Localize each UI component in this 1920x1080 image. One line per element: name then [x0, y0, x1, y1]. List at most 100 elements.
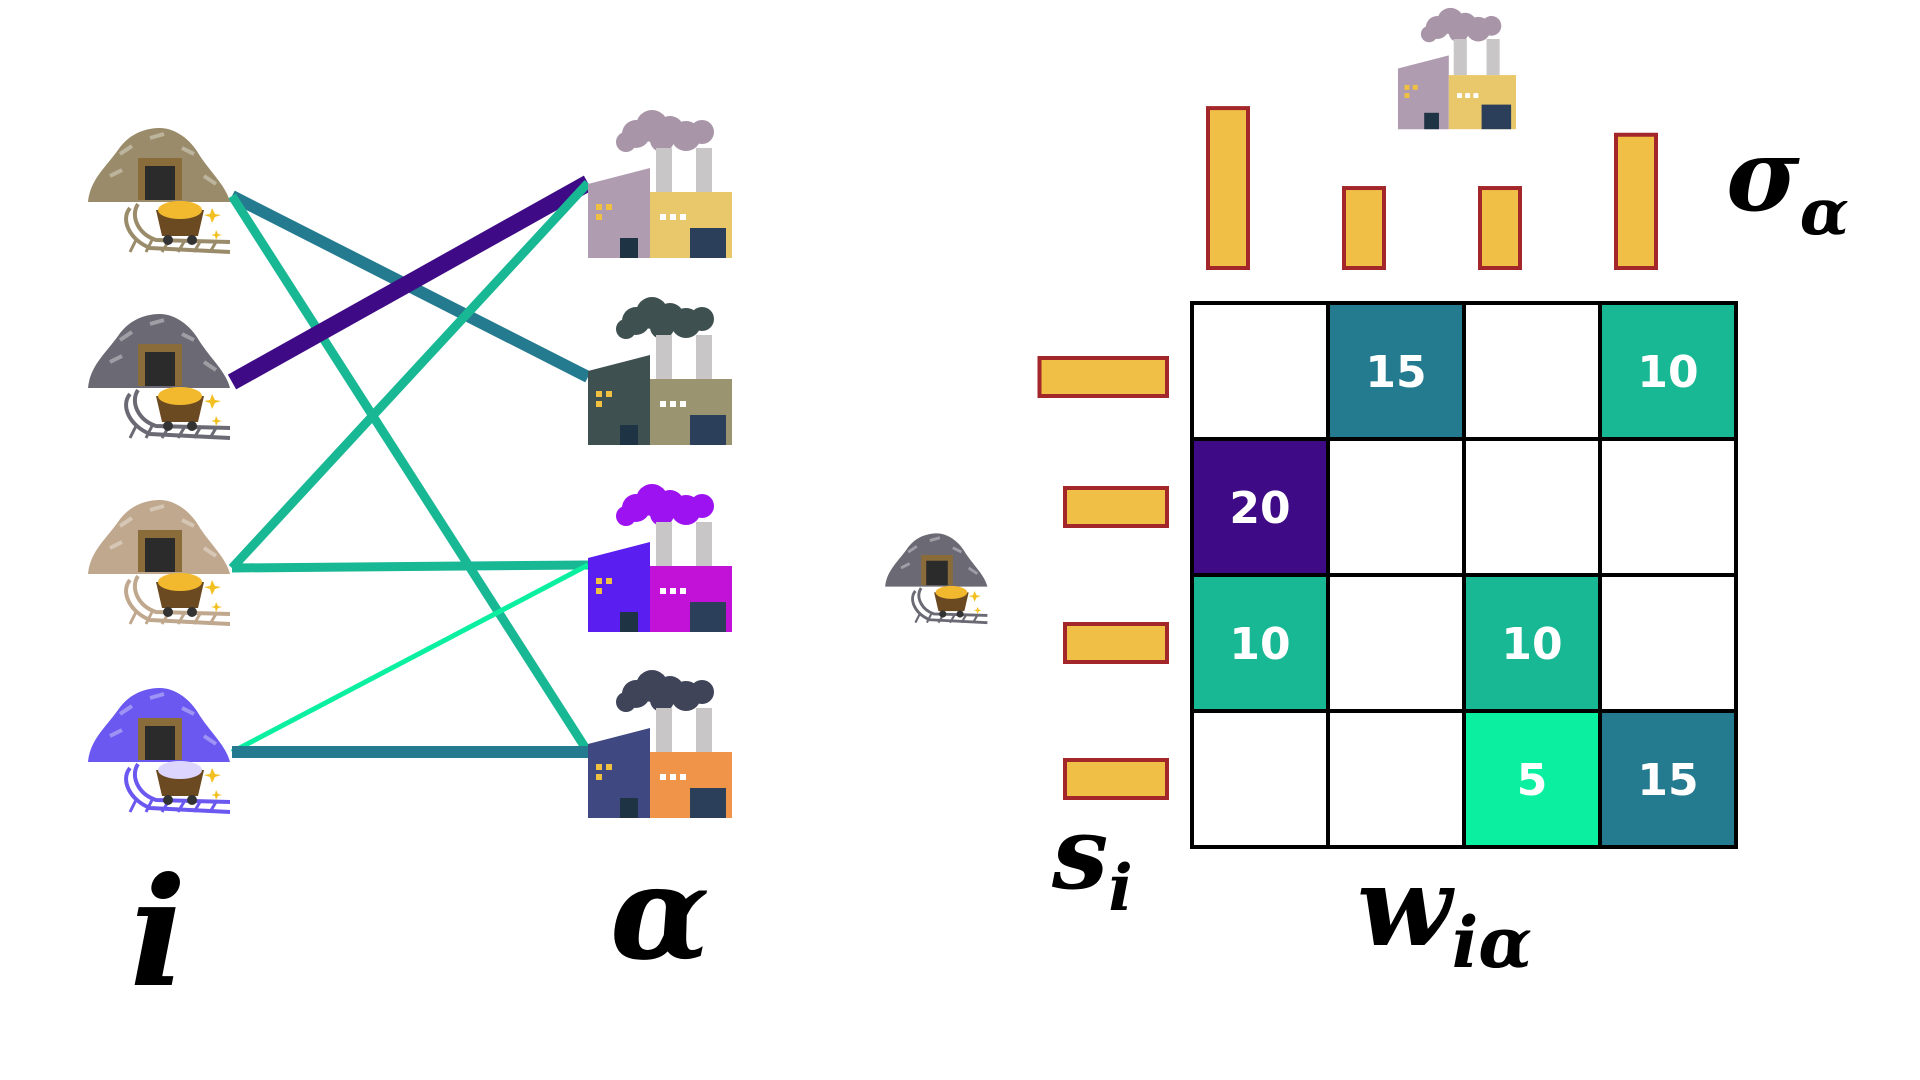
rail-tie — [176, 801, 186, 813]
chimney — [656, 708, 672, 752]
mine-strength-bar — [1037, 356, 1169, 398]
factory-window — [596, 588, 602, 594]
factory-building-left — [588, 728, 650, 818]
network-edges — [227, 175, 593, 758]
smoke-cloud — [1481, 16, 1502, 36]
factory-strength-symbol: σ — [1726, 116, 1800, 234]
smoke-cloud — [1448, 22, 1469, 43]
matrix-cell — [1598, 709, 1738, 849]
chimney — [696, 522, 712, 566]
smoke-cloud — [690, 120, 714, 144]
factory-window — [680, 588, 686, 594]
factory-window — [680, 774, 686, 780]
mine-strength-bars — [1037, 356, 1169, 800]
chimney — [696, 708, 712, 752]
factory-strength-label: σα — [1726, 116, 1849, 250]
factory-column — [588, 110, 732, 818]
rail-tie — [208, 801, 218, 813]
sparkle-icon — [204, 208, 221, 223]
matrix-cell — [1598, 573, 1738, 713]
weight-symbol: w — [1357, 842, 1455, 971]
cart-wheel — [956, 610, 964, 618]
rail-track — [132, 762, 231, 804]
matrix-cell — [1326, 709, 1466, 849]
mine-icon — [88, 314, 231, 440]
factory-icon — [588, 670, 732, 818]
rail-tie — [144, 425, 154, 439]
matrix-cell-value: 20 — [1229, 483, 1290, 534]
chimney — [656, 522, 672, 566]
factory-index-label: α — [610, 836, 710, 989]
rail-tie — [192, 241, 202, 253]
smoke-cloud — [650, 688, 674, 712]
rail-tie — [144, 611, 154, 625]
factory-window — [1473, 93, 1479, 99]
smoke-cloud — [616, 692, 636, 712]
smoke-cloud — [690, 680, 714, 704]
matrix-cell-value: 15 — [1365, 347, 1426, 398]
sparkle-icon — [973, 606, 982, 614]
network-link — [227, 175, 593, 390]
network-link — [228, 193, 592, 755]
matrix-cell-value: 5 — [1517, 755, 1548, 806]
weight-label: wiα — [1357, 842, 1532, 984]
factory-window — [1457, 93, 1462, 99]
factory-window — [1412, 84, 1418, 90]
factory-building-left — [588, 168, 650, 258]
rail-tie — [144, 239, 154, 253]
factory-icon — [1397, 7, 1517, 130]
mine-entrance — [145, 352, 175, 386]
sparkle-icon — [968, 590, 981, 602]
sparkle-icon — [204, 394, 221, 409]
factory-icon — [588, 297, 732, 445]
mine-icon — [88, 500, 231, 626]
chimney — [696, 335, 712, 379]
cart-wheel — [187, 421, 197, 431]
factory-door — [620, 425, 638, 445]
factory-building-left — [1397, 55, 1449, 130]
rail-tie — [192, 613, 202, 625]
rail-tie — [176, 241, 186, 253]
factory-window — [680, 214, 686, 220]
mine-icon — [88, 128, 231, 254]
factory-window — [606, 391, 612, 397]
factory-icon — [588, 484, 732, 632]
rail-track — [132, 574, 231, 616]
factory-window — [670, 774, 676, 780]
factory-window — [606, 204, 612, 210]
factory-window — [660, 214, 666, 220]
factory-strength-bars — [1206, 106, 1658, 270]
rail-track — [124, 392, 231, 440]
cart-wheel — [163, 235, 173, 245]
rail-tie — [192, 801, 202, 813]
rail-tie — [208, 241, 218, 253]
rail-tie — [128, 239, 138, 253]
factory-window — [680, 401, 686, 407]
network-link — [230, 562, 590, 755]
mine-entrance — [926, 560, 948, 586]
rail-tie — [208, 427, 218, 439]
factory-strength-bar — [1342, 186, 1386, 270]
smoke-cloud — [1420, 25, 1438, 43]
sparkle-icon — [204, 768, 221, 783]
factory-window — [1465, 93, 1471, 99]
chimney — [1486, 39, 1500, 76]
factory-window — [670, 214, 676, 220]
rail-track — [911, 590, 988, 625]
rail-tie — [960, 614, 967, 624]
rail-tie — [176, 613, 186, 625]
matrix-cell — [1326, 573, 1466, 713]
factory-door — [620, 612, 638, 632]
factory-garage — [690, 788, 726, 818]
ore-load — [158, 387, 202, 405]
cart-wheel — [187, 795, 197, 805]
factory-building-left — [588, 542, 650, 632]
rail-track — [124, 766, 231, 814]
factory-window — [660, 401, 666, 407]
factory-strength-bar — [1206, 106, 1250, 270]
mine-entrance — [145, 538, 175, 572]
mine-strength-label: si — [1051, 794, 1133, 926]
matrix-cell-value: 10 — [1637, 347, 1698, 398]
